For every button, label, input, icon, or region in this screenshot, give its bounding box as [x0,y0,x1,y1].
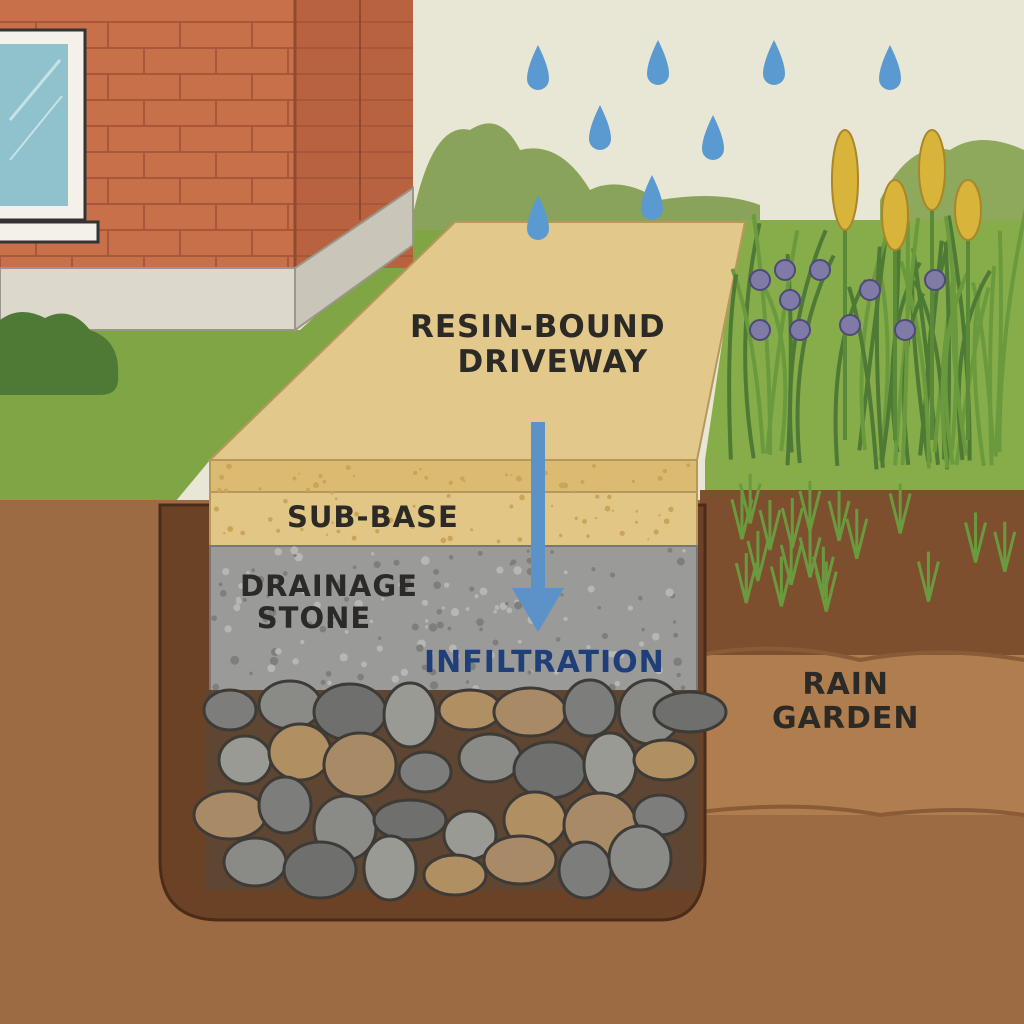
window-sill [0,220,100,244]
raindrop-icon [647,40,669,85]
raindrop-icon [527,45,549,90]
drainage-stone-label-line2: STONE [256,601,372,636]
rain-garden-label: RAIN GARDEN [772,668,919,735]
raindrop-icon [641,175,663,220]
house [0,0,414,332]
rain-garden-label-line1: RAIN [802,667,890,702]
infiltration-arrow-icon [512,422,564,632]
background-hedge [410,123,760,240]
raindrop-icon [763,40,785,85]
infiltration-label: INFILTRATION [424,645,665,680]
raindrop-icon [527,195,549,240]
resin-driveway-label-line1: RESIN-BOUND [410,309,666,345]
sub-base-label: SUB-BASE [287,500,459,534]
drainage-stone-layer [209,545,698,697]
left-lawn [0,230,470,520]
resin-driveway-label-line2: DRIVEWAY [457,343,649,380]
resin-driveway-edge [209,459,698,493]
raindrop-icon [879,45,901,90]
drainage-stone-label-line1: DRAINAGE [240,569,418,603]
resin-driveway-label: RESIN-BOUND DRIVEWAY [410,310,666,379]
sub-base-layer [209,491,698,547]
drainage-stone-label: DRAINAGE STONE [240,570,418,635]
raindrop-icon [702,115,724,160]
raindrop-icon [589,105,611,150]
rain-garden-plants [727,129,1024,612]
window-glass [0,44,68,206]
rain-garden-label-line2: GARDEN [772,700,920,736]
house-foundation-side [294,186,414,332]
rain-garden-soil [700,655,1024,815]
left-shrub [0,311,119,395]
